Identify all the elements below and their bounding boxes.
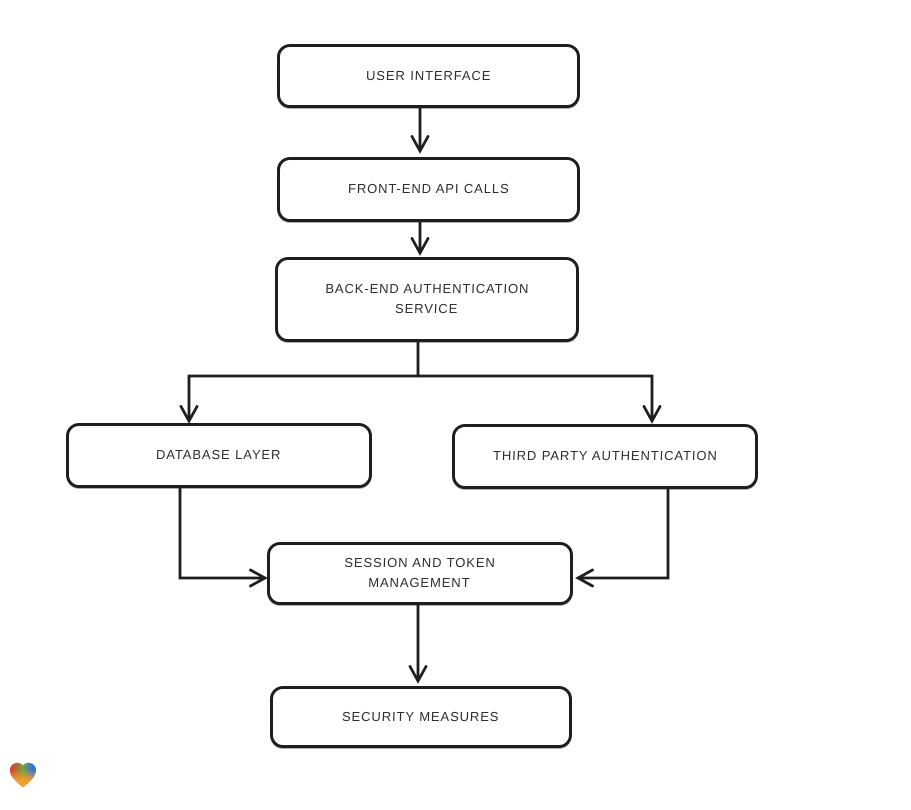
node-security-measures[interactable]: SECURITY MEASURES — [270, 686, 572, 748]
node-back-end-authentication-service[interactable]: BACK-END AUTHENTICATION SERVICE — [275, 257, 579, 342]
node-third-party-authentication-label: THIRD PARTY AUTHENTICATION — [492, 448, 718, 464]
edge-user-interface-to-front-end-api-calls — [410, 106, 430, 154]
edge-third-party-authentication-to-session-and-token-management — [575, 488, 670, 588]
edge-split-to-database-layer — [179, 374, 199, 424]
node-session-and-token-management-label: SESSION AND TOKEN MANAGEMENT — [344, 555, 497, 591]
heart-logo[interactable] — [8, 760, 38, 789]
node-database-layer-label: DATABASE LAYER — [156, 447, 282, 463]
node-security-measures-label: SECURITY MEASURES — [342, 708, 500, 724]
edge-front-end-api-calls-to-back-end-authentication-service — [410, 220, 430, 256]
edge-session-and-token-management-to-security-measures — [408, 603, 428, 684]
edge-back-end-authentication-service-split — [187, 340, 654, 378]
node-back-end-authentication-service-label: BACK-END AUTHENTICATION SERVICE — [325, 281, 530, 317]
node-user-interface[interactable]: USER INTERFACE — [277, 44, 580, 108]
node-third-party-authentication[interactable]: THIRD PARTY AUTHENTICATION — [452, 424, 758, 489]
node-user-interface-label: USER INTERFACE — [365, 67, 492, 83]
edge-split-to-third-party-authentication — [642, 374, 662, 424]
node-front-end-api-calls-label: FRONT-END API CALLS — [347, 181, 510, 197]
edge-database-layer-to-session-and-token-management — [178, 486, 268, 588]
node-front-end-api-calls[interactable]: FRONT-END API CALLS — [277, 157, 580, 222]
node-session-and-token-management[interactable]: SESSION AND TOKEN MANAGEMENT — [267, 542, 573, 605]
node-database-layer[interactable]: DATABASE LAYER — [66, 423, 372, 488]
